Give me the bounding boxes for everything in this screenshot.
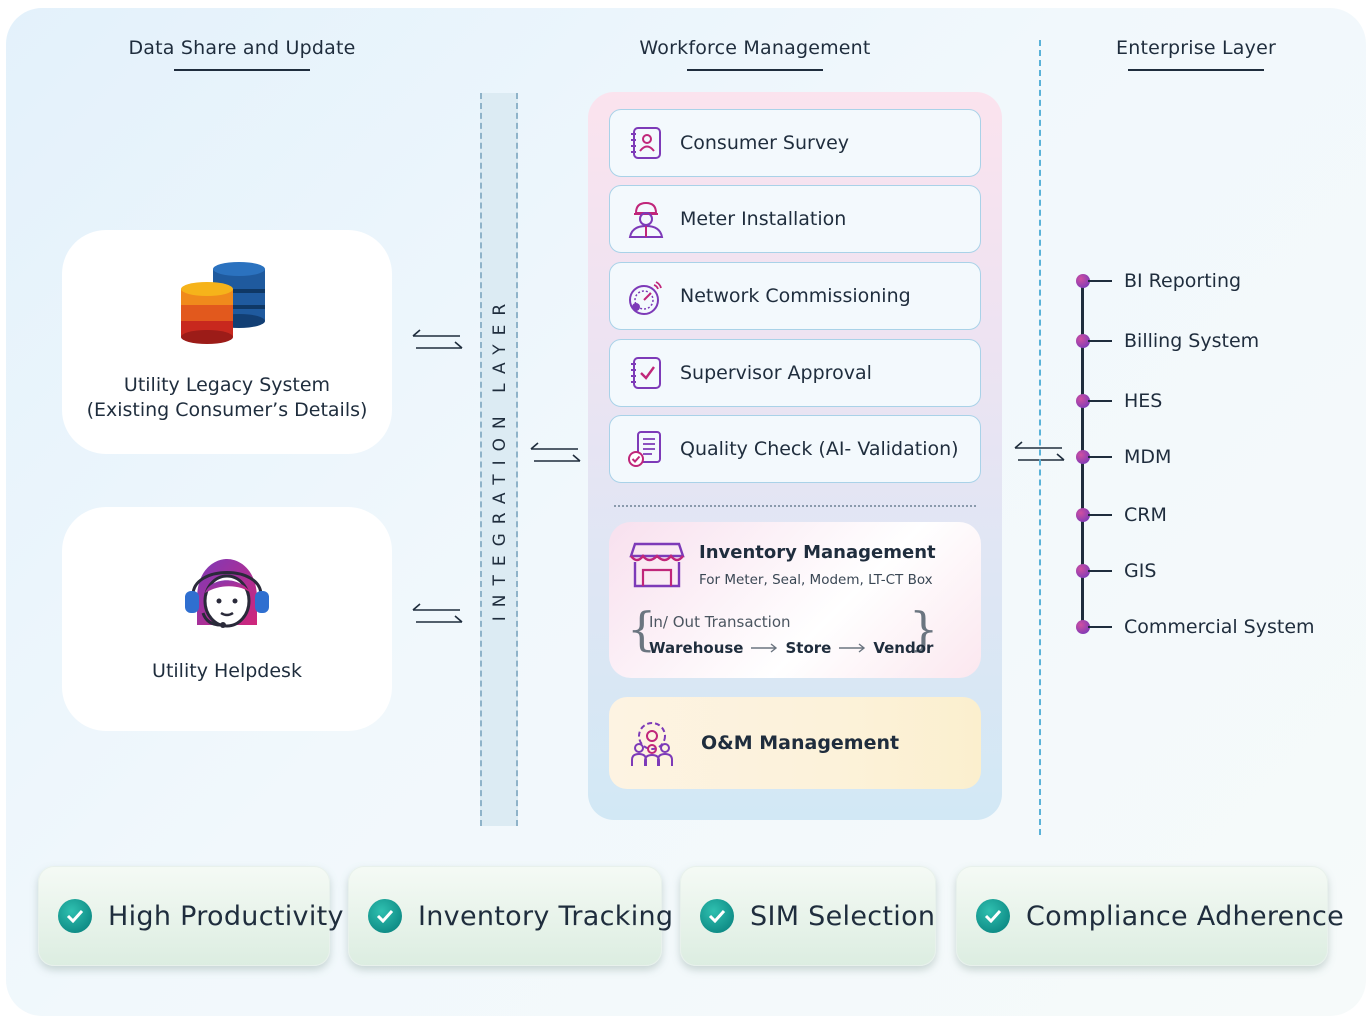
workforce-item-meter-installation[interactable]: Meter Installation [609,185,981,253]
benefit-label: Inventory Tracking [418,900,674,932]
bidirectional-arrow-icon [530,442,581,462]
enterprise-item-label: CRM [1124,504,1167,526]
enterprise-separator [1039,40,1041,835]
heading-underline [687,69,823,71]
enterprise-item-label: Commercial System [1124,616,1315,638]
flow-store: Store [785,639,832,657]
node-dot-icon [1076,508,1090,522]
node-dot-icon [1076,620,1090,634]
enterprise-item-label: GIS [1124,560,1157,582]
flow-arrow-icon [839,643,866,653]
inventory-subtitle: For Meter, Seal, Modem, LT-CT Box [699,572,933,588]
heading-data-share-text: Data Share and Update [128,37,356,59]
om-management-card[interactable]: O&M Management [609,697,981,789]
transaction-label: In/ Out Transaction [649,613,791,631]
left-brace-icon: { [627,602,657,656]
helpdesk-card: Utility Helpdesk [62,507,392,731]
enterprise-item-crm[interactable]: CRM [1076,504,1167,526]
benefit-label: High Productivity [108,900,344,932]
connector-line [1088,514,1112,516]
database-icon [181,262,265,344]
heading-data-share: Data Share and Update [120,37,364,71]
enterprise-item-label: MDM [1124,446,1172,468]
heading-enterprise: Enterprise Layer [1100,37,1292,71]
heading-underline [1128,69,1264,71]
right-brace-icon: } [909,602,939,656]
workforce-item-consumer-survey[interactable]: Consumer Survey [609,109,981,177]
workforce-item-label: Network Commissioning [680,285,911,307]
check-icon [700,899,734,933]
heading-underline [174,69,310,71]
consumer-survey-icon [626,123,666,163]
benefit-inventory-tracking: Inventory Tracking [348,866,673,966]
workforce-item-label: Supervisor Approval [680,362,872,384]
benefit-sim-selection: SIM Selection [680,866,936,966]
enterprise-item-label: HES [1124,390,1163,412]
inventory-title: Inventory Management [699,542,936,563]
node-dot-icon [1076,564,1090,578]
helpdesk-agent-icon [185,558,269,628]
benefit-label: Compliance Adherence [1026,900,1345,932]
quality-check-icon [626,429,666,469]
benefit-label: SIM Selection [750,900,936,932]
connector-line [1088,280,1112,282]
heading-workforce: Workforce Management [625,37,885,71]
node-dot-icon [1076,394,1090,408]
legacy-system-subtitle: (Existing Consumer’s Details) [86,399,368,421]
technician-icon [626,199,666,239]
node-dot-icon [1076,450,1090,464]
node-dot-icon [1076,334,1090,348]
checklist-icon [626,353,666,393]
connector-line [1088,626,1112,628]
enterprise-item-label: Billing System [1124,330,1260,352]
node-dot-icon [1076,274,1090,288]
flow-vendor: Vendor [873,639,934,657]
integration-layer-label: INTEGRATION LAYER [490,294,510,622]
enterprise-item-mdm[interactable]: MDM [1076,446,1172,468]
connector-line [1088,400,1112,402]
enterprise-item-commercial-system[interactable]: Commercial System [1076,616,1315,638]
transaction-flow: Warehouse Store Vendor [649,639,933,657]
heading-enterprise-text: Enterprise Layer [1116,37,1276,59]
integration-layer-bar [480,93,518,826]
workforce-item-label: Quality Check (AI- Validation) [680,438,959,460]
workforce-item-network-commissioning[interactable]: Network Commissioning [609,262,981,330]
enterprise-item-bi-reporting[interactable]: BI Reporting [1076,270,1242,292]
check-icon [976,899,1010,933]
flow-arrow-icon [751,643,778,653]
bidirectional-arrow-icon [1014,441,1065,461]
workforce-item-supervisor-approval[interactable]: Supervisor Approval [609,339,981,407]
heading-workforce-text: Workforce Management [639,37,871,59]
om-title: O&M Management [701,732,900,754]
legacy-system-title: Utility Legacy System [123,374,331,396]
connector-line [1088,570,1112,572]
legacy-system-label: Utility Legacy System (Existing Consumer… [87,373,368,423]
speedometer-icon [626,276,666,316]
legacy-system-card: Utility Legacy System (Existing Consumer… [62,230,392,454]
connector-line [1088,340,1112,342]
workforce-item-quality-check[interactable]: Quality Check (AI- Validation) [609,415,981,483]
workforce-item-label: Meter Installation [680,208,847,230]
inventory-management-card[interactable]: Inventory Management For Meter, Seal, Mo… [609,522,981,678]
flow-warehouse: Warehouse [649,639,744,657]
benefit-compliance-adherence: Compliance Adherence [956,866,1344,966]
enterprise-item-billing-system[interactable]: Billing System [1076,330,1260,352]
benefit-high-productivity: High Productivity [38,866,344,966]
connector-line [1088,456,1112,458]
enterprise-item-gis[interactable]: GIS [1076,560,1157,582]
dotted-separator [614,505,976,507]
check-icon [368,899,402,933]
storefront-icon [629,540,685,594]
bidirectional-arrow-icon [412,329,463,349]
team-gear-icon [627,718,677,768]
workforce-item-label: Consumer Survey [680,132,850,154]
enterprise-item-label: BI Reporting [1124,270,1242,292]
check-icon [58,899,92,933]
helpdesk-label: Utility Helpdesk [152,659,302,682]
enterprise-item-hes[interactable]: HES [1076,390,1163,412]
bidirectional-arrow-icon [412,603,463,623]
